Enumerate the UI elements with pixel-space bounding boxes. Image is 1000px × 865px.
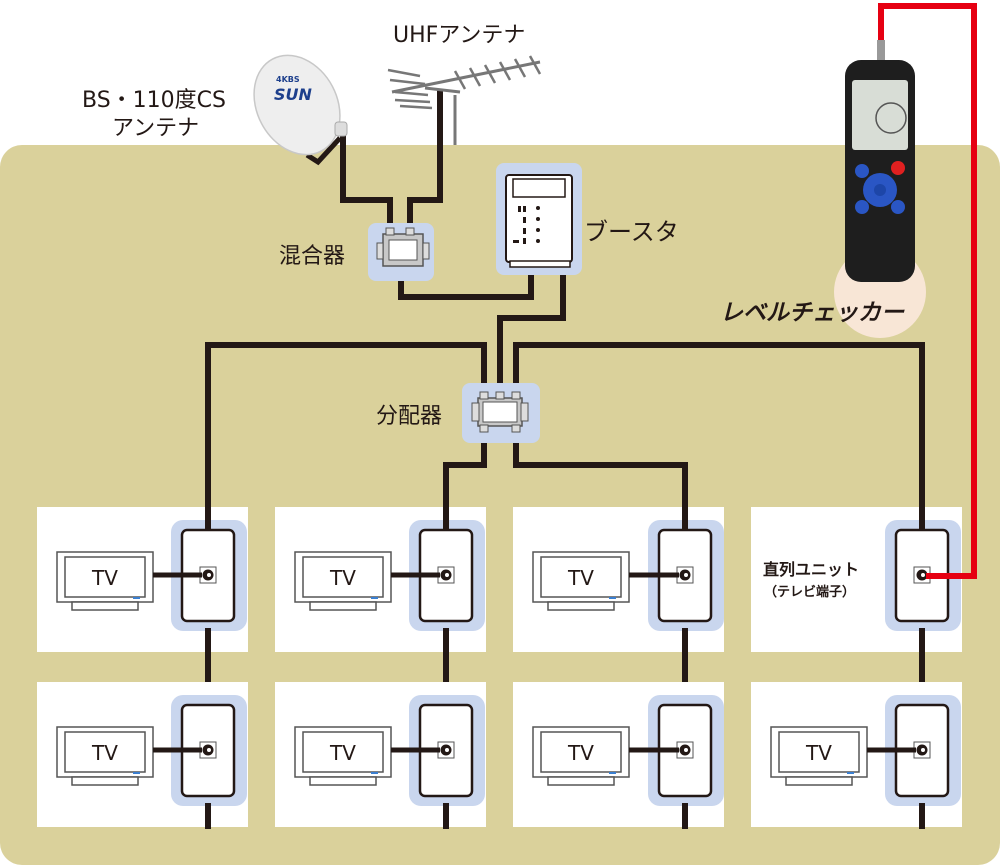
tv-icon: TV: [770, 726, 868, 786]
tv-label: TV: [805, 741, 832, 765]
tv-label: TV: [329, 566, 356, 590]
tv-label: TV: [91, 741, 118, 765]
booster-label: ブースタ: [584, 218, 679, 246]
room: TV: [513, 682, 724, 829]
mixer: [368, 223, 434, 281]
series-unit-sublabel: （テレビ端子）: [764, 584, 855, 600]
uhf-antenna: [387, 55, 542, 145]
tv-label: TV: [91, 566, 118, 590]
splitter-to-room2-cable: [443, 432, 487, 530]
checker-test-cable: [878, 3, 977, 579]
room: TV: [275, 505, 486, 654]
splitter-label: 分配器: [376, 404, 442, 429]
room: TV: [275, 682, 486, 829]
splitter: [462, 383, 540, 443]
tv-icon: TV: [56, 551, 154, 611]
dish-logo-sun: SUN: [274, 85, 313, 104]
uhf-cable: [407, 90, 443, 230]
room: TV: [751, 682, 962, 829]
tv-label: TV: [567, 741, 594, 765]
mixer-label: 混合器: [279, 244, 345, 269]
dish-logo: 4KBS: [276, 75, 300, 84]
level-checker-device: [845, 40, 915, 282]
bs-antenna-label-line2: アンテナ: [112, 116, 199, 141]
room: TV: [37, 505, 248, 654]
room: [751, 505, 962, 654]
bs-antenna-label-line1: BS・110度CS: [82, 88, 226, 113]
splitter-to-room1-cable: [205, 342, 487, 530]
mixer-to-booster-cable: [398, 262, 534, 300]
bs-cable: [340, 135, 393, 230]
tv-icon: TV: [532, 726, 630, 786]
level-checker-label: レベルチェッカー: [720, 300, 905, 326]
bs-dish-antenna: 4KBS SUN: [253, 54, 348, 166]
house-panel: [0, 145, 1000, 865]
booster: [496, 163, 582, 275]
splitter-to-room3-cable: [513, 432, 688, 530]
tv-icon: TV: [294, 551, 392, 611]
tv-label: TV: [329, 741, 356, 765]
tv-icon: TV: [532, 551, 630, 611]
antenna-cables: [205, 90, 925, 530]
room: TV: [513, 505, 724, 654]
tv-icon: TV: [294, 726, 392, 786]
series-unit-label: 直列ユニット: [763, 560, 859, 579]
rooms: TV TV TV TV TV TV TV: [37, 505, 962, 829]
splitter-to-room4-cable: [513, 342, 925, 530]
tv-label: TV: [567, 566, 594, 590]
booster-to-splitter-cable: [497, 262, 566, 392]
tv-icon: TV: [56, 726, 154, 786]
uhf-antenna-label: UHFアンテナ: [393, 23, 525, 48]
room: TV: [37, 682, 248, 829]
